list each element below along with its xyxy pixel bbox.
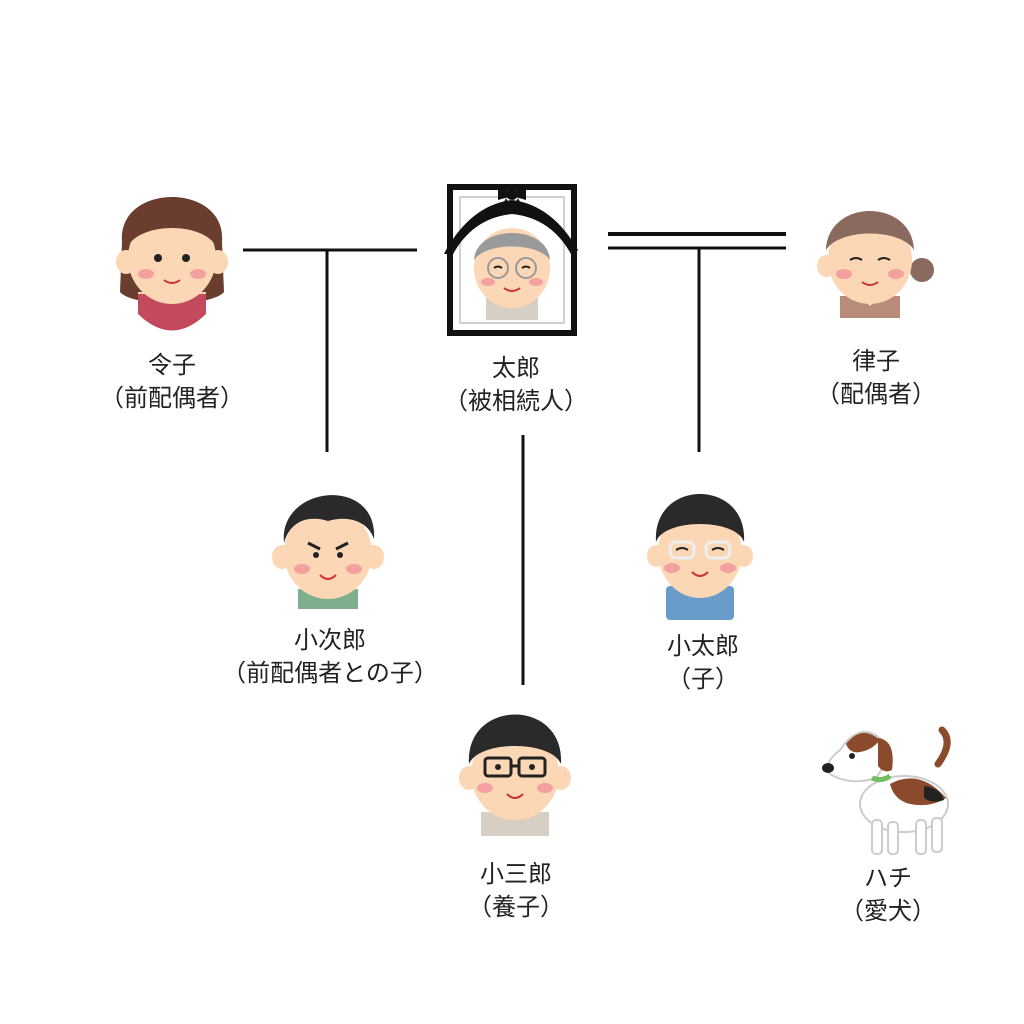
reiko-role: （前配偶者） xyxy=(100,384,244,412)
kosaburo-label: 小三郎 （養子） xyxy=(468,858,564,924)
relationship-lines xyxy=(243,232,786,685)
kojiro-name: 小次郎 xyxy=(293,626,366,654)
hachi-dog-illustration xyxy=(822,726,951,855)
reiko-avatar xyxy=(116,197,228,331)
taro-label: 太郎 （被相続人） xyxy=(444,352,588,418)
ritsuko-avatar xyxy=(817,211,934,318)
kojiro-label: 小次郎 （前配偶者との子） xyxy=(222,624,438,690)
hachi-name: ハチ xyxy=(864,864,912,892)
ritsuko-role: （配偶者） xyxy=(816,380,936,408)
hachi-label: ハチ （愛犬） xyxy=(840,862,936,928)
kosaburo-avatar xyxy=(459,714,571,836)
reiko-name: 令子 xyxy=(148,351,196,379)
ritsuko-label: 律子 （配偶者） xyxy=(816,345,936,411)
kosaburo-role: （養子） xyxy=(468,893,564,921)
taro-role: （被相続人） xyxy=(444,387,588,415)
kotaro-avatar xyxy=(647,494,753,620)
kotaro-name: 小太郎 xyxy=(667,632,739,660)
kojiro-role: （前配偶者との子） xyxy=(222,659,438,687)
mourning-ribbon xyxy=(444,184,578,256)
taro-name: 太郎 xyxy=(492,354,540,382)
ritsuko-name: 律子 xyxy=(852,347,900,375)
kosaburo-name: 小三郎 xyxy=(480,860,552,888)
kojiro-avatar xyxy=(272,495,384,609)
reiko-label: 令子 （前配偶者） xyxy=(100,349,244,415)
hachi-role: （愛犬） xyxy=(840,897,936,925)
taro-memorial-portrait xyxy=(444,184,578,336)
kotaro-label: 小太郎 （子） xyxy=(667,630,739,696)
kotaro-role: （子） xyxy=(667,665,739,693)
taro-avatar xyxy=(474,228,550,320)
